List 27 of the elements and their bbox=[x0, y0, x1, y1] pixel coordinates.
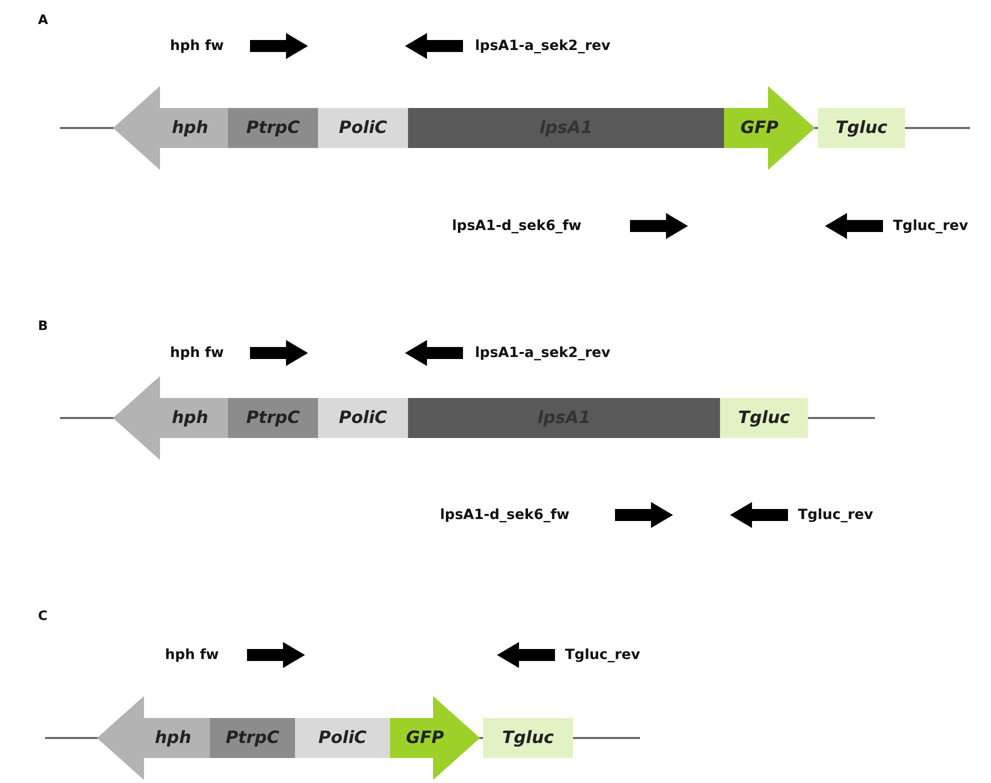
resistance-gene-segment: hph bbox=[113, 86, 228, 170]
promoter-block: PoliC bbox=[295, 718, 390, 758]
primer-label: hph fw bbox=[165, 646, 219, 664]
primer-label: hph fw bbox=[170, 37, 224, 55]
terminator-block: Tgluc bbox=[483, 718, 573, 758]
resistance-gene-segment: hph bbox=[97, 696, 210, 780]
primer-label: lpsA1-a_sek2_rev bbox=[475, 344, 610, 362]
promoter-block: PtrpC bbox=[228, 398, 318, 438]
promoter-block: PtrpC bbox=[228, 108, 318, 148]
primer-label: lpsA1-d_sek6_fw bbox=[440, 506, 570, 524]
reporter-gene-segment: GFP bbox=[724, 86, 815, 170]
panel-letter: A bbox=[38, 12, 48, 30]
promoter-block: PoliC bbox=[318, 108, 408, 148]
promoter-block: PoliC bbox=[318, 398, 408, 438]
terminator-block: Tgluc bbox=[818, 108, 905, 148]
panel-letter: C bbox=[38, 608, 48, 626]
primer-label: hph fw bbox=[170, 344, 224, 362]
primer-label: lpsA1-a_sek2_rev bbox=[475, 37, 610, 55]
reporter-gene-segment: GFP bbox=[390, 696, 480, 780]
primer-label: Tgluc_rev bbox=[798, 506, 874, 524]
primer-label: Tgluc_rev bbox=[893, 217, 968, 235]
primer-label: Tgluc_rev bbox=[565, 646, 640, 664]
resistance-gene-segment: hph bbox=[113, 376, 228, 460]
terminator-block: Tgluc bbox=[720, 398, 808, 438]
panel-letter: B bbox=[38, 318, 48, 336]
primer-label: lpsA1-d_sek6_fw bbox=[452, 217, 582, 235]
promoter-block: PtrpC bbox=[210, 718, 295, 758]
